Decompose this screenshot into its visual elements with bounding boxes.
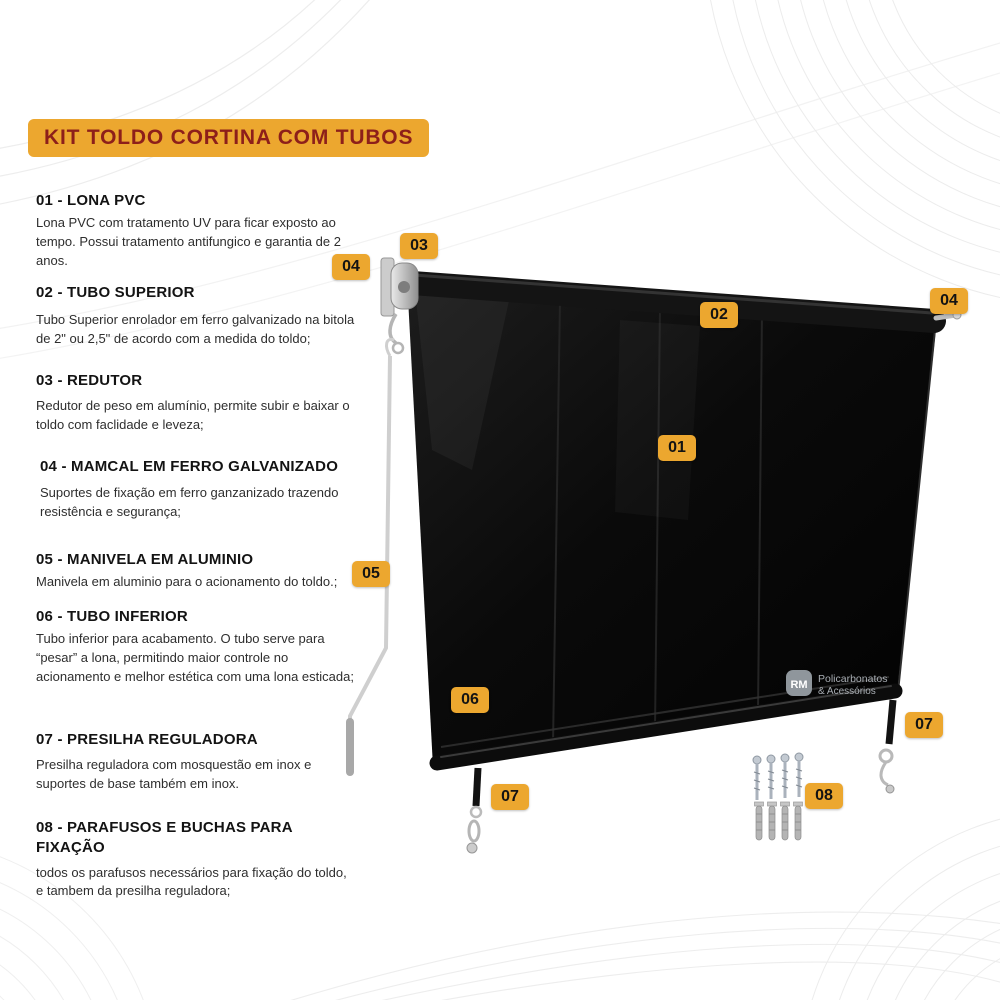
part-item-06: 06 - TUBO INFERIOR Tubo inferior para ac… — [36, 608, 356, 687]
badge-04-right: 04 — [930, 288, 968, 314]
badge-07-left: 07 — [491, 784, 529, 810]
badge-08: 08 — [805, 783, 843, 809]
part-description: Tubo inferior para acabamento. O tubo se… — [36, 631, 354, 684]
part-heading: 06 - TUBO INFERIOR — [36, 608, 188, 625]
badge-02: 02 — [700, 302, 738, 328]
badge-05: 05 — [352, 561, 390, 587]
top-roller-tube — [400, 271, 962, 333]
part-description: todos os parafusos necessários para fixa… — [36, 864, 347, 899]
presilha-left — [466, 767, 483, 854]
badge-01: 01 — [658, 435, 696, 461]
part-heading: 01 - LONA PVC — [36, 192, 146, 209]
rm-watermark-line1: Policarbonatos — [818, 673, 887, 685]
part-description: Tubo Superior enrolador em ferro galvani… — [36, 312, 355, 346]
part-item-08: 08 - PARAFUSOS E BUCHAS PARA FIXAÇÃO tod… — [36, 818, 356, 901]
part-item-04: 04 - MAMCAL EM FERRO GALVANIZADO Suporte… — [36, 458, 360, 522]
part-description: Manivela em aluminio para o acionamento … — [36, 574, 338, 589]
part-item-03: 03 - REDUTOR Redutor de peso em alumínio… — [36, 372, 356, 435]
rm-watermark-abbr: RM — [790, 679, 807, 691]
crank-handle-manivela — [346, 337, 395, 776]
presilha-right — [878, 699, 897, 794]
badge-03: 03 — [400, 233, 438, 259]
rm-watermark-line2: & Acessórios — [818, 686, 876, 697]
part-item-02: 02 - TUBO SUPERIOR Tubo Superior enrolad… — [36, 284, 356, 349]
page-title: KIT TOLDO CORTINA COM TUBOS — [28, 119, 430, 157]
part-heading: 05 - MANIVELA EM ALUMINIO — [36, 551, 254, 568]
screws-group — [752, 752, 804, 800]
part-description: Presilha reguladora com mosquestão em in… — [36, 757, 312, 791]
part-description: Redutor de peso em alumínio, permite sub… — [36, 398, 350, 432]
part-heading: 04 - MAMCAL EM FERRO GALVANIZADO — [40, 458, 339, 475]
awning-canvas-lona — [407, 279, 937, 767]
anchors-group — [754, 801, 803, 841]
part-heading: 08 - PARAFUSOS E BUCHAS PARA FIXAÇÃO — [36, 819, 293, 857]
reducer-and-bracket — [380, 257, 419, 355]
badge-04-left: 04 — [332, 254, 370, 280]
part-item-05: 05 - MANIVELA EM ALUMINIO Manivela em al… — [36, 551, 356, 592]
part-description: Suportes de fixação em ferro ganzanizado… — [40, 485, 339, 519]
part-description: Lona PVC com tratamento UV para ficar ex… — [36, 215, 341, 268]
badge-07-right: 07 — [905, 712, 943, 738]
part-item-07: 07 - PRESILHA REGULADORA Presilha regula… — [36, 731, 356, 794]
bottom-tube — [429, 676, 903, 771]
rm-watermark-logo: RM Policarbonatos & Acessórios — [786, 670, 887, 697]
part-item-01: 01 - LONA PVC Lona PVC com tratamento UV… — [36, 192, 356, 271]
part-heading: 07 - PRESILHA REGULADORA — [36, 731, 258, 748]
part-heading: 02 - TUBO SUPERIOR — [36, 284, 195, 301]
badge-06: 06 — [451, 687, 489, 713]
part-heading: 03 - REDUTOR — [36, 372, 143, 389]
